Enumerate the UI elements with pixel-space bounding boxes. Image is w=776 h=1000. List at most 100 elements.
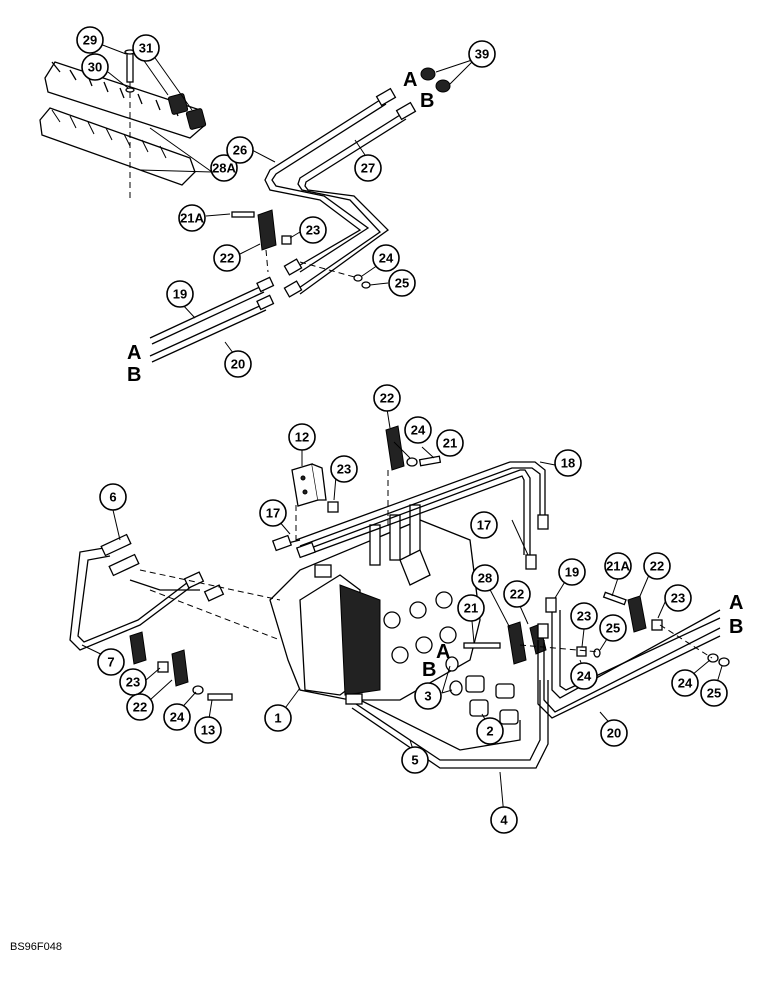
svg-text:23: 23 [671,591,685,606]
callout-22-r2: 22 [503,580,531,608]
svg-text:18: 18 [561,456,575,471]
tube-20-right [537,623,721,719]
nut-23-r3 [576,646,587,657]
fitting-20-a [537,623,549,639]
callout-20-top: 20 [224,350,252,378]
clamp-22-mid [385,425,405,530]
fitting-lower-pair [283,258,303,298]
svg-text:22: 22 [133,700,147,715]
nut-25-top [361,281,371,289]
fitting-17-left-b [295,541,317,559]
callout-23-mid: 23 [330,455,358,483]
svg-text:12: 12 [295,430,309,445]
svg-text:21: 21 [464,601,478,616]
plate-28 [507,621,527,665]
svg-text:20: 20 [231,357,245,372]
svg-text:24: 24 [577,669,592,684]
nut-23-mid [327,501,339,513]
svg-text:5: 5 [411,753,418,768]
bolt-21a-right [602,591,627,606]
callout-3: 3 [414,682,442,710]
svg-text:24: 24 [678,676,693,691]
nut-23-r2 [651,619,663,631]
svg-text:22: 22 [510,587,524,602]
clamp-block-28a [39,61,206,186]
fitting-b-top [395,101,417,121]
label-b-left: B [127,364,141,386]
callout-13: 13 [194,716,222,744]
svg-text:24: 24 [170,710,185,725]
svg-text:26: 26 [233,143,247,158]
svg-text:23: 23 [337,462,351,477]
fitting-19-a [545,597,557,613]
callout-23-r3: 23 [570,602,598,630]
svg-text:6: 6 [109,490,116,505]
nut-23-top [281,235,292,245]
label-a-right: A [729,592,743,614]
svg-text:17: 17 [266,506,280,521]
svg-text:4: 4 [500,813,508,828]
fitting-5 [345,693,363,705]
callout-6: 6 [99,483,127,511]
callout-28a: 28A [210,154,238,182]
label-a-valve: A [436,641,450,663]
nut-23-left [157,661,169,673]
tube-7 [129,571,225,602]
svg-text:19: 19 [565,565,579,580]
svg-text:3: 3 [424,689,431,704]
svg-text:19: 19 [173,287,187,302]
bolt-29 [124,49,136,200]
callout-39: 39 [468,40,496,68]
callout-29: 29 [76,26,104,54]
fitting-17-left [271,534,293,552]
label-b-right: B [729,616,743,638]
washer-25-r2 [593,648,601,658]
svg-text:25: 25 [707,686,721,701]
control-valve-1 [269,504,481,701]
svg-text:24: 24 [379,251,394,266]
clamp-22-left-a [129,631,147,665]
svg-text:27: 27 [361,161,375,176]
callout-17-right: 17 [470,511,498,539]
bolt-21a-top [231,211,255,218]
callout-24-top: 24 [372,244,400,272]
bolt-21-right [463,642,501,649]
callout-31: 31 [132,34,160,62]
callout-24-mid: 24 [404,416,432,444]
nut-25-r3 [718,657,730,667]
label-b-top: B [420,90,434,112]
fitting-2 [465,675,519,725]
washer-24-left [192,685,204,695]
svg-text:23: 23 [306,223,320,238]
callout-5: 5 [401,746,429,774]
svg-text:28: 28 [478,571,492,586]
tube-27 [295,114,407,295]
svg-text:23: 23 [577,609,591,624]
callout-24-r4: 24 [671,669,699,697]
callout-24-r3: 24 [570,662,598,690]
callout-22-right-top: 22 [643,552,671,580]
svg-text:28A: 28A [212,161,236,176]
callout-25-r3: 25 [700,679,728,707]
svg-text:22: 22 [380,391,394,406]
callout-7: 7 [97,648,125,676]
svg-text:1: 1 [274,711,281,726]
callout-21-right: 21 [457,594,485,622]
callout-22-mid: 22 [373,384,401,412]
fitting-a-top [375,87,397,107]
svg-text:30: 30 [88,60,102,75]
reference-code: BS96F048 [10,941,62,953]
o-ring-3 [445,656,463,696]
callout-18: 18 [554,449,582,477]
callout-28: 28 [471,564,499,592]
callout-24-left: 24 [163,703,191,731]
bolt-13 [207,693,233,701]
callout-23-r2: 23 [664,584,692,612]
callout-1: 1 [264,704,292,732]
callout-25-top: 25 [388,269,416,297]
svg-text:17: 17 [477,518,491,533]
svg-text:2: 2 [486,724,493,739]
callout-30: 30 [81,53,109,81]
